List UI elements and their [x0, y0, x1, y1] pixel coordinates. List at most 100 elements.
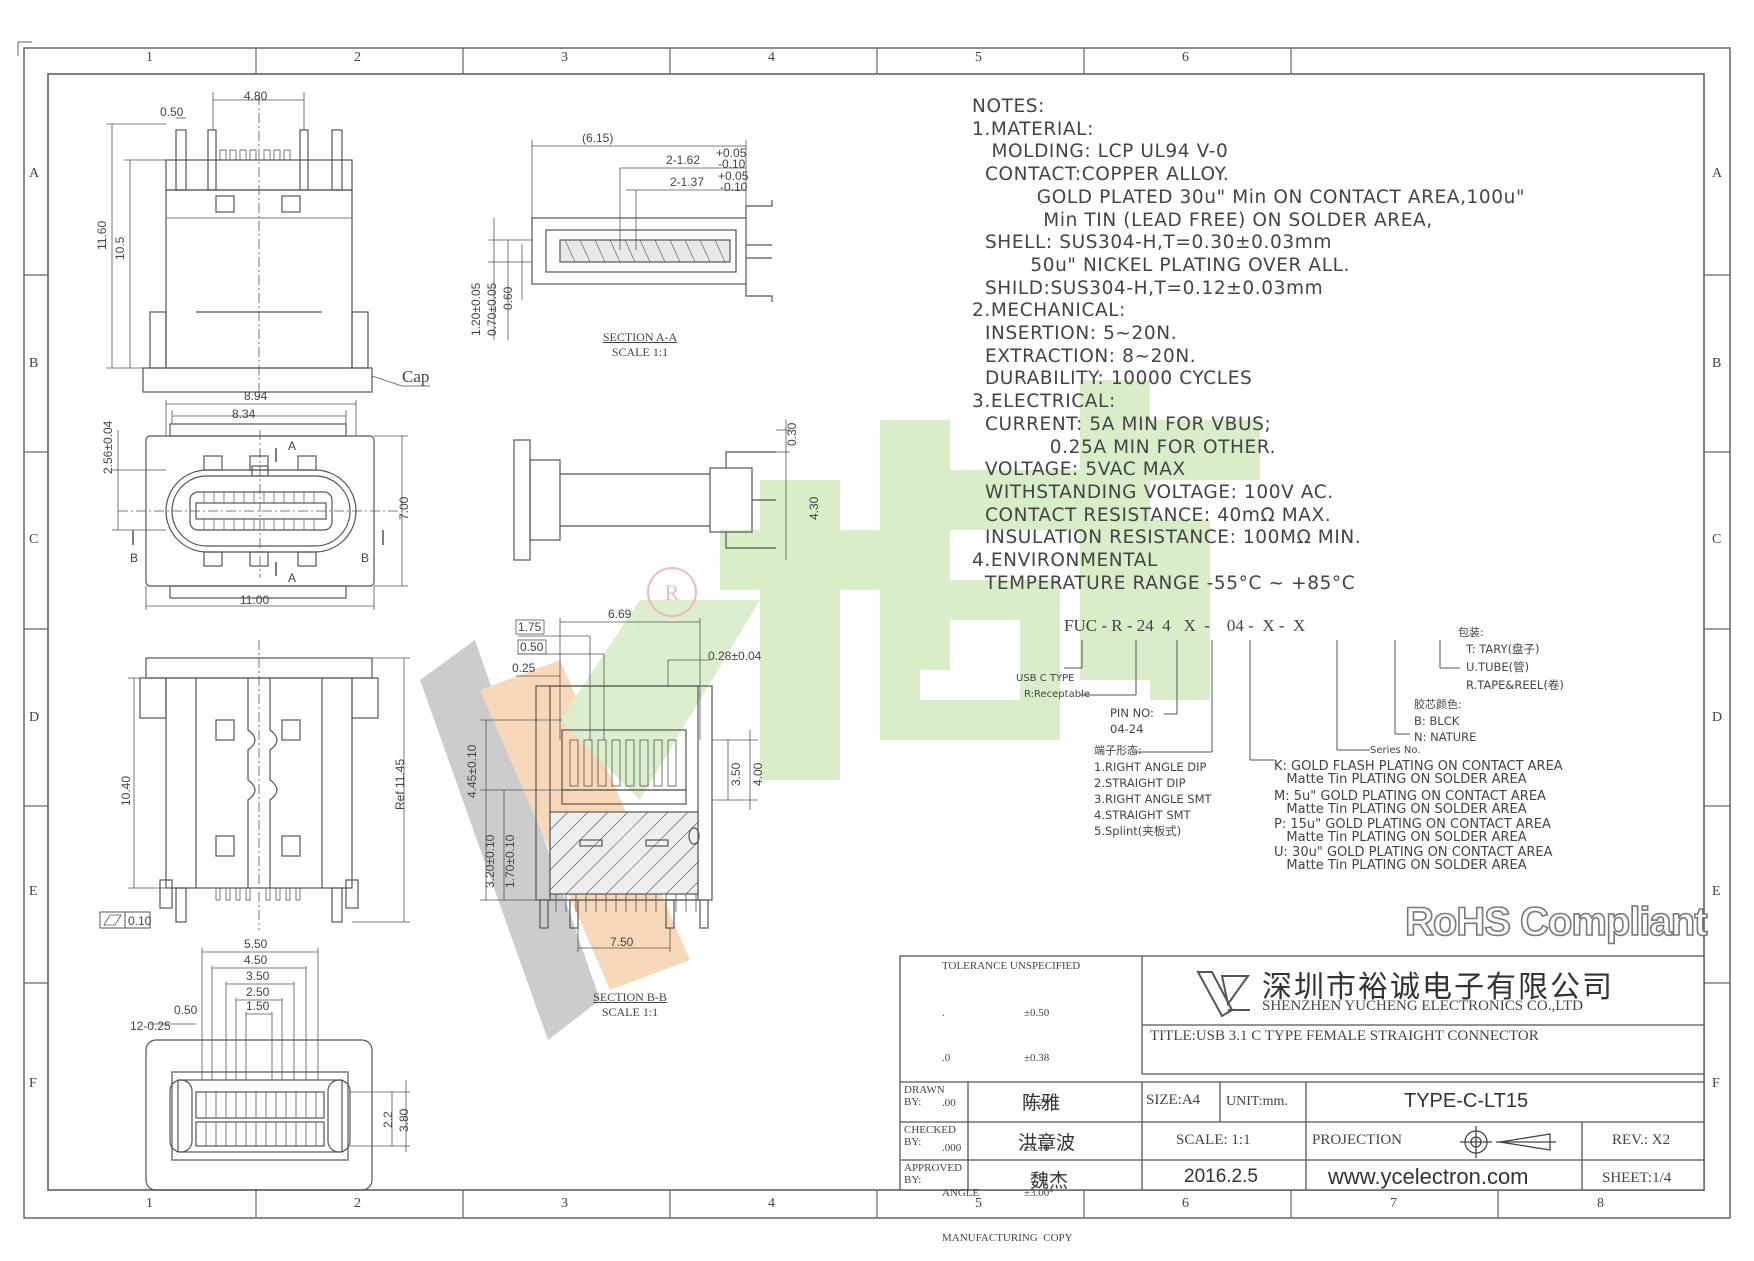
zone-col-6: 6: [1182, 50, 1189, 65]
drawing-title: TITLE:USB 3.1 C TYPE FEMALE STRAIGHT CON…: [1150, 1028, 1539, 1044]
dim-2-1-62: 2-1.62: [666, 153, 700, 167]
approved-by: 魏杰: [1030, 1170, 1069, 1192]
dim-3-50: 3.50: [246, 969, 270, 983]
notes-line: 4.ENVIRONMENTAL: [972, 550, 1158, 572]
tolerance-value: ±0.10: [1024, 1142, 1050, 1154]
part-number-code: FUC - R - 24 4 X - 04 - X - X: [1064, 616, 1306, 635]
color-title: 胶芯颜色:: [1414, 698, 1462, 711]
notes-line: CONTACT:COPPER ALLOY.: [972, 164, 1230, 186]
zone-row-d-right: D: [1712, 710, 1723, 725]
dim-3-80: 3.80: [397, 1108, 411, 1132]
section-bb-scale: SCALE 1:1: [601, 1005, 659, 1019]
tolerance-row: .0 ±0.38: [942, 1051, 1073, 1066]
dim-0-30: 0.30: [785, 422, 799, 446]
package-option: T: TARY(盘子): [1466, 642, 1540, 656]
company-name-en: SHENZHEN YUCHENG ELECTRONICS CO.,LTD: [1262, 998, 1583, 1014]
terminal-title: 端子形态:: [1094, 744, 1142, 757]
section-aa-caption: SECTION A-A SCALE 1:1: [598, 330, 682, 360]
usb-type-label: USB C TYPE: [1016, 673, 1075, 684]
package-option: R.TAPE&REEL(卷): [1466, 678, 1564, 692]
plating-line2: Matte Tin PLATING ON SOLDER AREA: [1286, 802, 1527, 817]
company-website: www.ycelectron.com: [1328, 1164, 1529, 1189]
dim-0-50: 0.50: [160, 105, 184, 119]
pin-no-range: 04-24: [1110, 722, 1144, 736]
zone-row-b: B: [29, 356, 39, 371]
company-logo: [1196, 971, 1250, 1018]
zone-col-3-bottom: 3: [561, 1196, 568, 1211]
tolerance-row: .±0.50: [942, 1006, 1073, 1021]
zone-col-1-bottom: 1: [146, 1196, 153, 1211]
section-mark-a-bottom: A: [288, 571, 296, 585]
tolerance-table: .±0.50 .0±0.38 .00±0.25 .000±0.10 ANGLE±…: [942, 976, 1073, 1261]
dim-0-28: 0.28±0.04: [708, 649, 762, 663]
notes-line: Min TIN (LEAD FREE) ON SOLDER AREA,: [972, 209, 1433, 231]
tolerance-value: ±0.25: [1024, 1097, 1050, 1109]
zone-col-7-bottom: 7: [1390, 1196, 1397, 1211]
zone-row-b-right: B: [1712, 356, 1722, 371]
dim-2-50: 2.50: [246, 985, 270, 999]
dim-11-60: 11.60: [95, 221, 109, 250]
projection-label: PROJECTION: [1312, 1132, 1403, 1148]
package-title: 包装:: [1458, 626, 1484, 639]
dim-3-50-bb: 3.50: [729, 762, 743, 786]
plating-line2: Matte Tin PLATING ON SOLDER AREA: [1286, 772, 1527, 787]
dim-ref-11-45: Ref 11.45: [393, 759, 407, 810]
color-option: N: NATURE: [1414, 730, 1477, 744]
dim-1-70: 1.70±0.10: [503, 834, 517, 888]
dim-6-69: 6.69: [608, 607, 632, 621]
notes-line: 0.25A MIN FOR OTHER.: [972, 436, 1277, 458]
tolerance-key: .0: [942, 1052, 951, 1064]
notes-line: INSULATION RESISTANCE: 100MΩ MIN.: [972, 527, 1362, 549]
dim-1-75: 1.75: [518, 620, 542, 634]
part-type: TYPE-C-LT15: [1404, 1090, 1529, 1112]
plating-option: K: GOLD FLASH PLATING ON CONTACT AREA Ma…: [1274, 760, 1563, 786]
notes-line: NOTES:: [972, 96, 1045, 117]
dim-2-1-37: 2-1.37: [670, 175, 704, 189]
unit: UNIT:mm.: [1226, 1094, 1288, 1109]
tolerance-title: TOLERANCE UNSPECIFIED: [942, 960, 1081, 972]
tolerance-row: .000±0.10: [942, 1141, 1073, 1156]
plating-code: M:: [1274, 789, 1290, 804]
dim-2-2: 2.2: [381, 1111, 395, 1128]
dim-4-45: 4.45±0.10: [465, 744, 479, 798]
dim-10-40: 10.40: [119, 776, 133, 806]
plating-code: U:: [1274, 845, 1288, 860]
approved-by-label: APPROVED BY:: [904, 1162, 963, 1186]
zone-col-2: 2: [354, 50, 361, 65]
dim-11-00: 11.00: [240, 593, 269, 607]
dim-0-60: 0.60: [501, 286, 515, 310]
notes-line: DURABILITY: 10000 CYCLES: [972, 368, 1253, 390]
notes-line: VOLTAGE: 5VAC MAX: [972, 459, 1186, 481]
zone-col-6-bottom: 6: [1182, 1196, 1189, 1211]
plating-code: P:: [1274, 817, 1287, 832]
checked-by: 洪章波: [1018, 1132, 1076, 1154]
dim-4-30: 4.30: [807, 496, 821, 520]
tolerance-key: .: [942, 1007, 945, 1019]
notes-line: 2.MECHANICAL:: [972, 300, 1126, 322]
notes-line: MOLDING: LCP UL94 V-0: [972, 141, 1229, 163]
dim-4-80: 4.80: [244, 89, 268, 103]
zone-row-f: F: [29, 1076, 37, 1091]
zone-col-5-bottom: 5: [975, 1196, 982, 1211]
manufacturing-copy: MANUFACTURING COPY: [942, 1232, 1073, 1244]
plating-option: P: 15u" GOLD PLATING ON CONTACT AREA Mat…: [1274, 818, 1551, 844]
color-option: B: BLCK: [1414, 714, 1460, 728]
sheet-size: SIZE:A4: [1146, 1092, 1201, 1108]
zone-col-1: 1: [146, 50, 153, 65]
terminal-option: 3.RIGHT ANGLE SMT: [1094, 792, 1212, 806]
package-option: U.TUBE(管): [1466, 660, 1530, 674]
plating-line1: 30u" GOLD PLATING ON CONTACT AREA: [1292, 845, 1553, 860]
zone-row-a-right: A: [1712, 166, 1723, 181]
plating-line1: 15u" GOLD PLATING ON CONTACT AREA: [1290, 817, 1551, 832]
section-mark-b-left: B: [130, 551, 138, 565]
plating-option: U: 30u" GOLD PLATING ON CONTACT AREA Mat…: [1274, 846, 1553, 872]
section-aa-title: SECTION A-A: [602, 330, 678, 344]
tolerance-value: ±0.38: [1024, 1052, 1050, 1064]
notes-block: NOTES: 1.MATERIAL: MOLDING: LCP UL94 V-0…: [972, 96, 1525, 595]
plating-line1: GOLD FLASH PLATING ON CONTACT AREA: [1291, 759, 1563, 774]
zone-col-2-bottom: 2: [354, 1196, 361, 1211]
notes-line: TEMPERATURE RANGE -55°C ~ +85°C: [972, 572, 1356, 594]
dim-1-20: 1.20±0.05: [469, 282, 483, 336]
notes-line: SHILD:SUS304-H,T=0.12±0.03mm: [972, 277, 1324, 299]
drawn-by-label: DRAWN BY:: [904, 1084, 945, 1108]
